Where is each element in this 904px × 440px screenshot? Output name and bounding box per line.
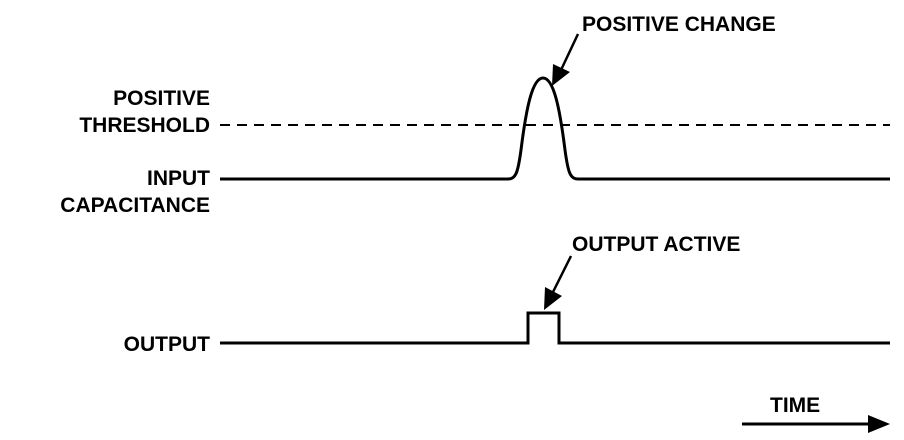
input-capacitance-label-line1: INPUT xyxy=(147,167,210,190)
output-label: OUTPUT xyxy=(124,333,211,356)
output-active-label: OUTPUT ACTIVE xyxy=(572,233,740,256)
positive-change-label: POSITIVE CHANGE xyxy=(582,13,776,36)
positive-threshold-label-line1: POSITIVE xyxy=(113,87,210,110)
positive-change-arrow-head xyxy=(552,64,570,86)
input-capacitance-label-line2: CAPACITANCE xyxy=(60,194,210,217)
output-waveform xyxy=(220,311,890,345)
time-label: TIME xyxy=(770,394,820,417)
input-capacitance-waveform xyxy=(220,76,890,181)
output-active-arrow-shaft xyxy=(551,255,573,293)
time-arrow-head xyxy=(868,415,890,433)
output-active-arrow-head xyxy=(544,287,562,310)
positive-change-arrow-shaft xyxy=(559,33,580,71)
positive-threshold-label-line2: THRESHOLD xyxy=(79,114,210,137)
